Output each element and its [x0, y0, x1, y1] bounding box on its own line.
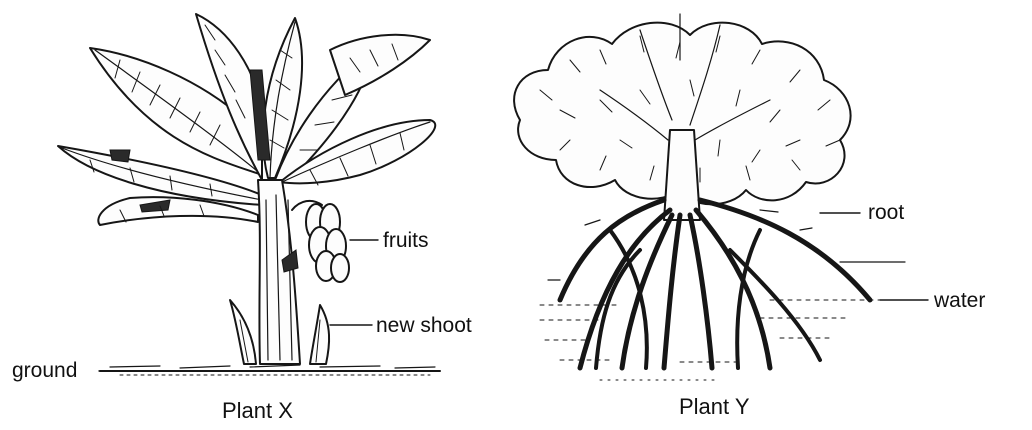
banana-fruit-bunch: [292, 201, 349, 282]
plant-y-drawing: [514, 14, 928, 380]
root-label: root: [868, 202, 904, 223]
plant-x-caption: Plant X: [222, 400, 293, 422]
plant-y-caption: Plant Y: [679, 396, 750, 418]
mangrove-trunk: [664, 130, 700, 220]
water-label: water: [934, 290, 985, 311]
banana-leaves: [58, 14, 435, 225]
ground-label: ground: [12, 360, 77, 381]
fruits-label: fruits: [383, 230, 429, 251]
ground-line: [100, 365, 440, 375]
mangrove-prop-roots: [560, 200, 870, 368]
new-shoot-label: new shoot: [376, 315, 472, 336]
